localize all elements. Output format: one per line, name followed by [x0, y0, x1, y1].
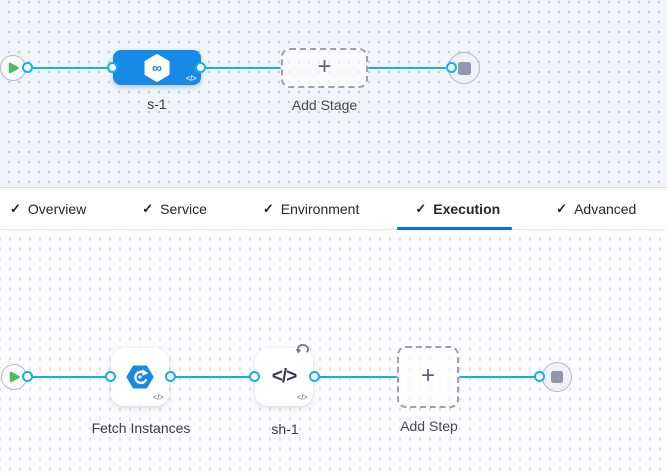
- check-icon: ✓: [415, 200, 427, 216]
- play-icon: [8, 62, 19, 74]
- connector-point: [446, 62, 457, 73]
- add-stage-label: Add Stage: [291, 97, 358, 113]
- stop-icon: [551, 371, 563, 383]
- fetch-instances-icon: [126, 365, 154, 389]
- connector-point: [309, 371, 320, 382]
- add-stage-button[interactable]: +: [281, 48, 368, 88]
- connector-point: [249, 371, 260, 382]
- connector-point: [105, 371, 116, 382]
- connector-point: [534, 371, 545, 382]
- deploy-stage-icon: ∞: [144, 53, 170, 82]
- tab-service[interactable]: ✓ Service: [142, 200, 207, 217]
- infinity-glyph: ∞: [152, 59, 162, 75]
- connector-point: [195, 62, 206, 73]
- active-tab-underline: [397, 227, 513, 230]
- stage-node-s1[interactable]: ∞ </>: [113, 50, 201, 85]
- step-label: sh-1: [271, 421, 299, 437]
- plus-icon: +: [420, 362, 435, 389]
- yaml-code-icon: </>: [296, 393, 308, 402]
- stop-icon: [457, 61, 471, 75]
- connector-line: [28, 67, 113, 69]
- connector-line: [201, 67, 281, 69]
- step-node-fetch-instances[interactable]: </>: [111, 348, 169, 406]
- check-icon: ✓: [142, 200, 154, 216]
- yaml-code-icon: </>: [185, 74, 197, 83]
- add-step-button[interactable]: +: [397, 346, 459, 408]
- execution-canvas[interactable]: </> </> </> + Fetch Instances sh-1 Add: [0, 230, 667, 475]
- tab-overview[interactable]: ✓ Overview: [10, 200, 87, 217]
- connector-point: [165, 371, 176, 382]
- pipeline-start-node[interactable]: [0, 55, 26, 81]
- tab-environment[interactable]: ✓ Environment: [262, 200, 360, 217]
- pipeline-end-node[interactable]: [448, 52, 480, 84]
- connector-line: [171, 376, 255, 378]
- check-icon: ✓: [556, 200, 568, 216]
- connector-line: [28, 376, 111, 378]
- connector-point: [107, 62, 118, 73]
- connector-line: [459, 376, 540, 378]
- step-node-sh1[interactable]: </> </>: [255, 344, 313, 406]
- yaml-code-icon: </>: [152, 393, 164, 402]
- stage-label: s-1: [147, 96, 167, 112]
- shell-script-icon: </>: [271, 366, 298, 387]
- stage-canvas[interactable]: ∞ </> + s-1 Add Stage: [0, 0, 667, 187]
- connector-line: [315, 376, 397, 378]
- looping-strategy-icon: [295, 341, 311, 360]
- connector-line: [368, 67, 446, 69]
- check-icon: ✓: [10, 200, 21, 216]
- check-icon: ✓: [262, 200, 274, 216]
- stage-config-tabbar: ✓ Overview ✓ Service ✓ Environment ✓ Exe…: [0, 187, 667, 230]
- play-icon: [9, 371, 20, 383]
- connector-point: [22, 62, 33, 73]
- tab-advanced[interactable]: ✓ Advanced: [556, 200, 637, 217]
- plus-icon: +: [317, 53, 332, 80]
- connector-point: [22, 371, 33, 382]
- execution-end-node[interactable]: [542, 362, 572, 392]
- add-step-label: Add Step: [400, 418, 458, 434]
- tab-execution[interactable]: ✓ Execution: [397, 188, 513, 230]
- step-label: Fetch Instances: [91, 420, 191, 436]
